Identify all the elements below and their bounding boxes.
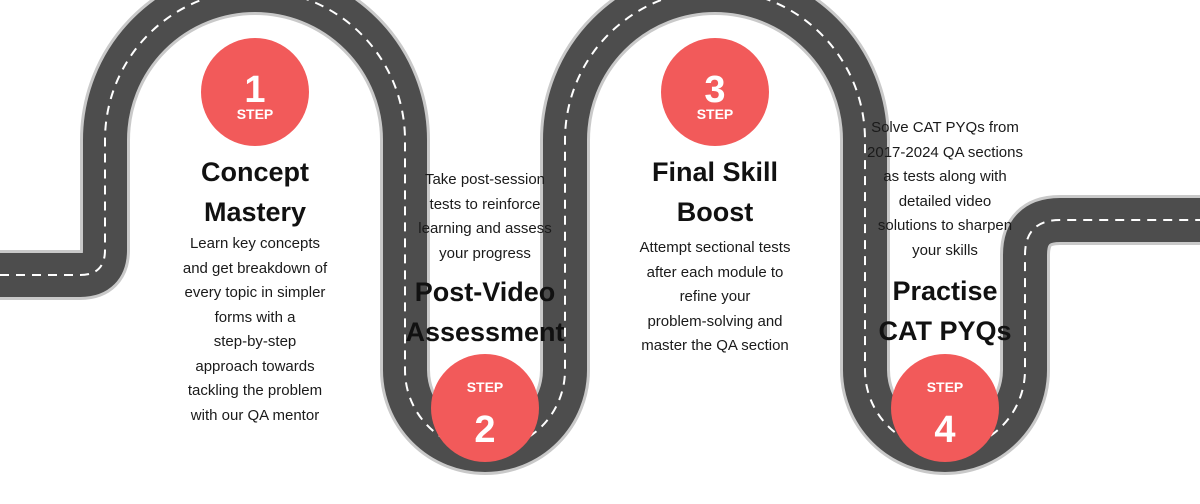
step-1-desc-line: forms with a [214,308,296,326]
step-4-badge: STEP 4 [891,354,999,462]
step-2-desc-line: Take post-session [424,171,546,188]
step-4-number: 4 [934,409,955,451]
step-4-desc-line: detailed video [898,192,992,210]
step-2-badge: STEP 2 [431,354,539,462]
step-1-desc-line: with our QA mentor [190,406,320,424]
step-3-title-line: Final Skill [651,157,779,187]
step-1-desc-line: tackling the problem [187,382,323,399]
step-4-badge-circle [891,354,999,462]
step-2-description: Take post-session tests to reinforce lea… [380,168,590,266]
step-4-desc-line: your skills [912,241,978,259]
step-4-title-line: Practise [892,276,998,306]
step-1-title: Concept Mastery [150,152,360,232]
step-4-desc-line: Solve CAT PYQs from [871,119,1019,136]
step-3-badge-circle [661,38,769,146]
step-1-description: Learn key concepts and get breakdown of … [150,232,360,428]
step-3-desc-line: Attempt sectional tests [639,239,791,256]
step-3-label: STEP [697,106,734,122]
step-3-content: Final Skill Boost Attempt sectional test… [605,152,825,359]
step-3-description: Attempt sectional tests after each modul… [605,236,825,359]
step-2-number: 2 [474,409,495,451]
step-2-title-line: Post-Video [414,277,556,307]
step-4-desc-line: solutions to sharpen [877,217,1013,234]
step-4-label: STEP [927,379,964,395]
step-4-desc-line: 2017-2024 QA sections [867,143,1023,161]
step-3-desc-line: after each module to [646,263,784,281]
step-3-title: Final Skill Boost [605,152,825,232]
step-1-desc-line: Learn key concepts [189,235,321,252]
step-4-desc-line: as tests along with [883,168,1007,185]
step-2-title-line: Assessment [405,317,565,347]
step-3-desc-line: refine your [679,288,751,305]
step-4-title-line: CAT PYQs [878,316,1012,346]
step-1-desc-line: step-by-step [213,333,297,350]
step-1-badge: 1 STEP [201,38,309,146]
step-1-desc-line: every topic in simpler [184,284,326,301]
step-2-desc-line: learning and assess [418,220,552,237]
step-1-title-line: Mastery [203,197,307,227]
step-1-desc-line: and get breakdown of [182,259,328,277]
step-2-title: Post-Video Assessment [380,272,590,352]
step-2-badge-circle [431,354,539,462]
step-4-description: Solve CAT PYQs from 2017-2024 QA section… [835,116,1055,263]
step-2-content: Take post-session tests to reinforce lea… [380,168,590,352]
step-2-label: STEP [467,379,504,395]
step-1-label: STEP [237,106,274,122]
step-3-title-line: Boost [676,197,754,227]
step-3-desc-line: problem-solving and [647,312,783,330]
step-1-desc-line: approach towards [195,357,315,375]
step-3-badge: 3 STEP [661,38,769,146]
step-3-desc-line: master the QA section [641,337,789,354]
step-1-content: Concept Mastery Learn key concepts and g… [150,152,360,428]
step-3-number: 3 [704,69,725,111]
step-2-desc-line: your progress [439,244,531,262]
step-4-title: Practise CAT PYQs [835,271,1055,351]
step-1-badge-circle [201,38,309,146]
step-1-number: 1 [244,69,265,111]
step-1-title-line: Concept [201,157,309,187]
step-4-content: Solve CAT PYQs from 2017-2024 QA section… [835,116,1055,351]
step-2-desc-line: tests to reinforce [429,195,541,213]
road-center-line [0,0,1200,450]
